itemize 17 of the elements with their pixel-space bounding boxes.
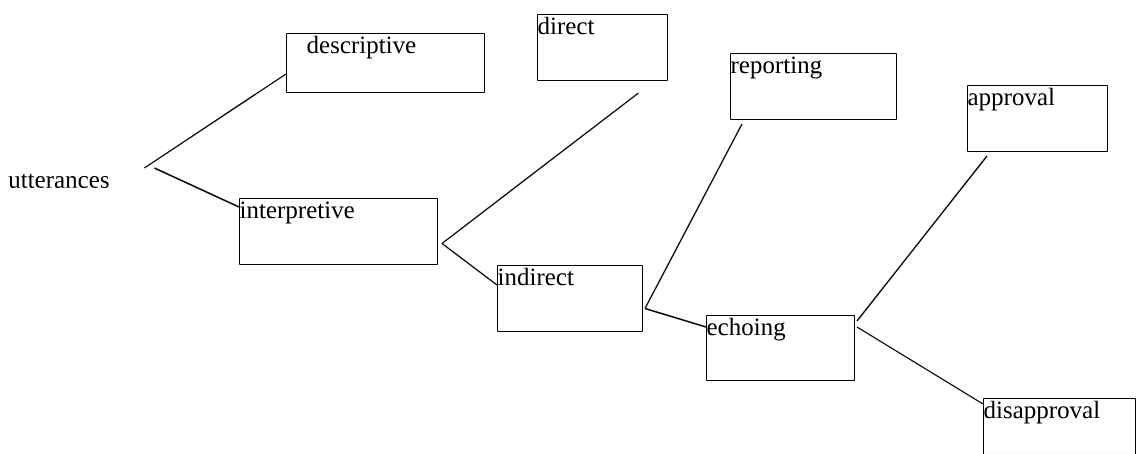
branch-line	[644, 123, 743, 310]
branch-line	[856, 326, 984, 405]
branch-line	[856, 155, 988, 322]
branch-line	[143, 73, 287, 169]
branch-line	[644, 307, 707, 328]
category-box: disapproval	[983, 398, 1136, 454]
category-box: approval	[967, 85, 1108, 152]
category-box: reporting	[730, 53, 897, 120]
category-label: utterances	[8, 173, 109, 189]
category-box: descriptive	[286, 33, 485, 93]
branch-line	[441, 242, 498, 286]
category-box: interpretive	[239, 198, 438, 265]
branch-line	[441, 92, 640, 245]
category-box: direct	[537, 14, 668, 81]
branch-line	[153, 167, 240, 208]
category-box: indirect	[497, 265, 643, 332]
category-box: echoing	[706, 315, 855, 381]
